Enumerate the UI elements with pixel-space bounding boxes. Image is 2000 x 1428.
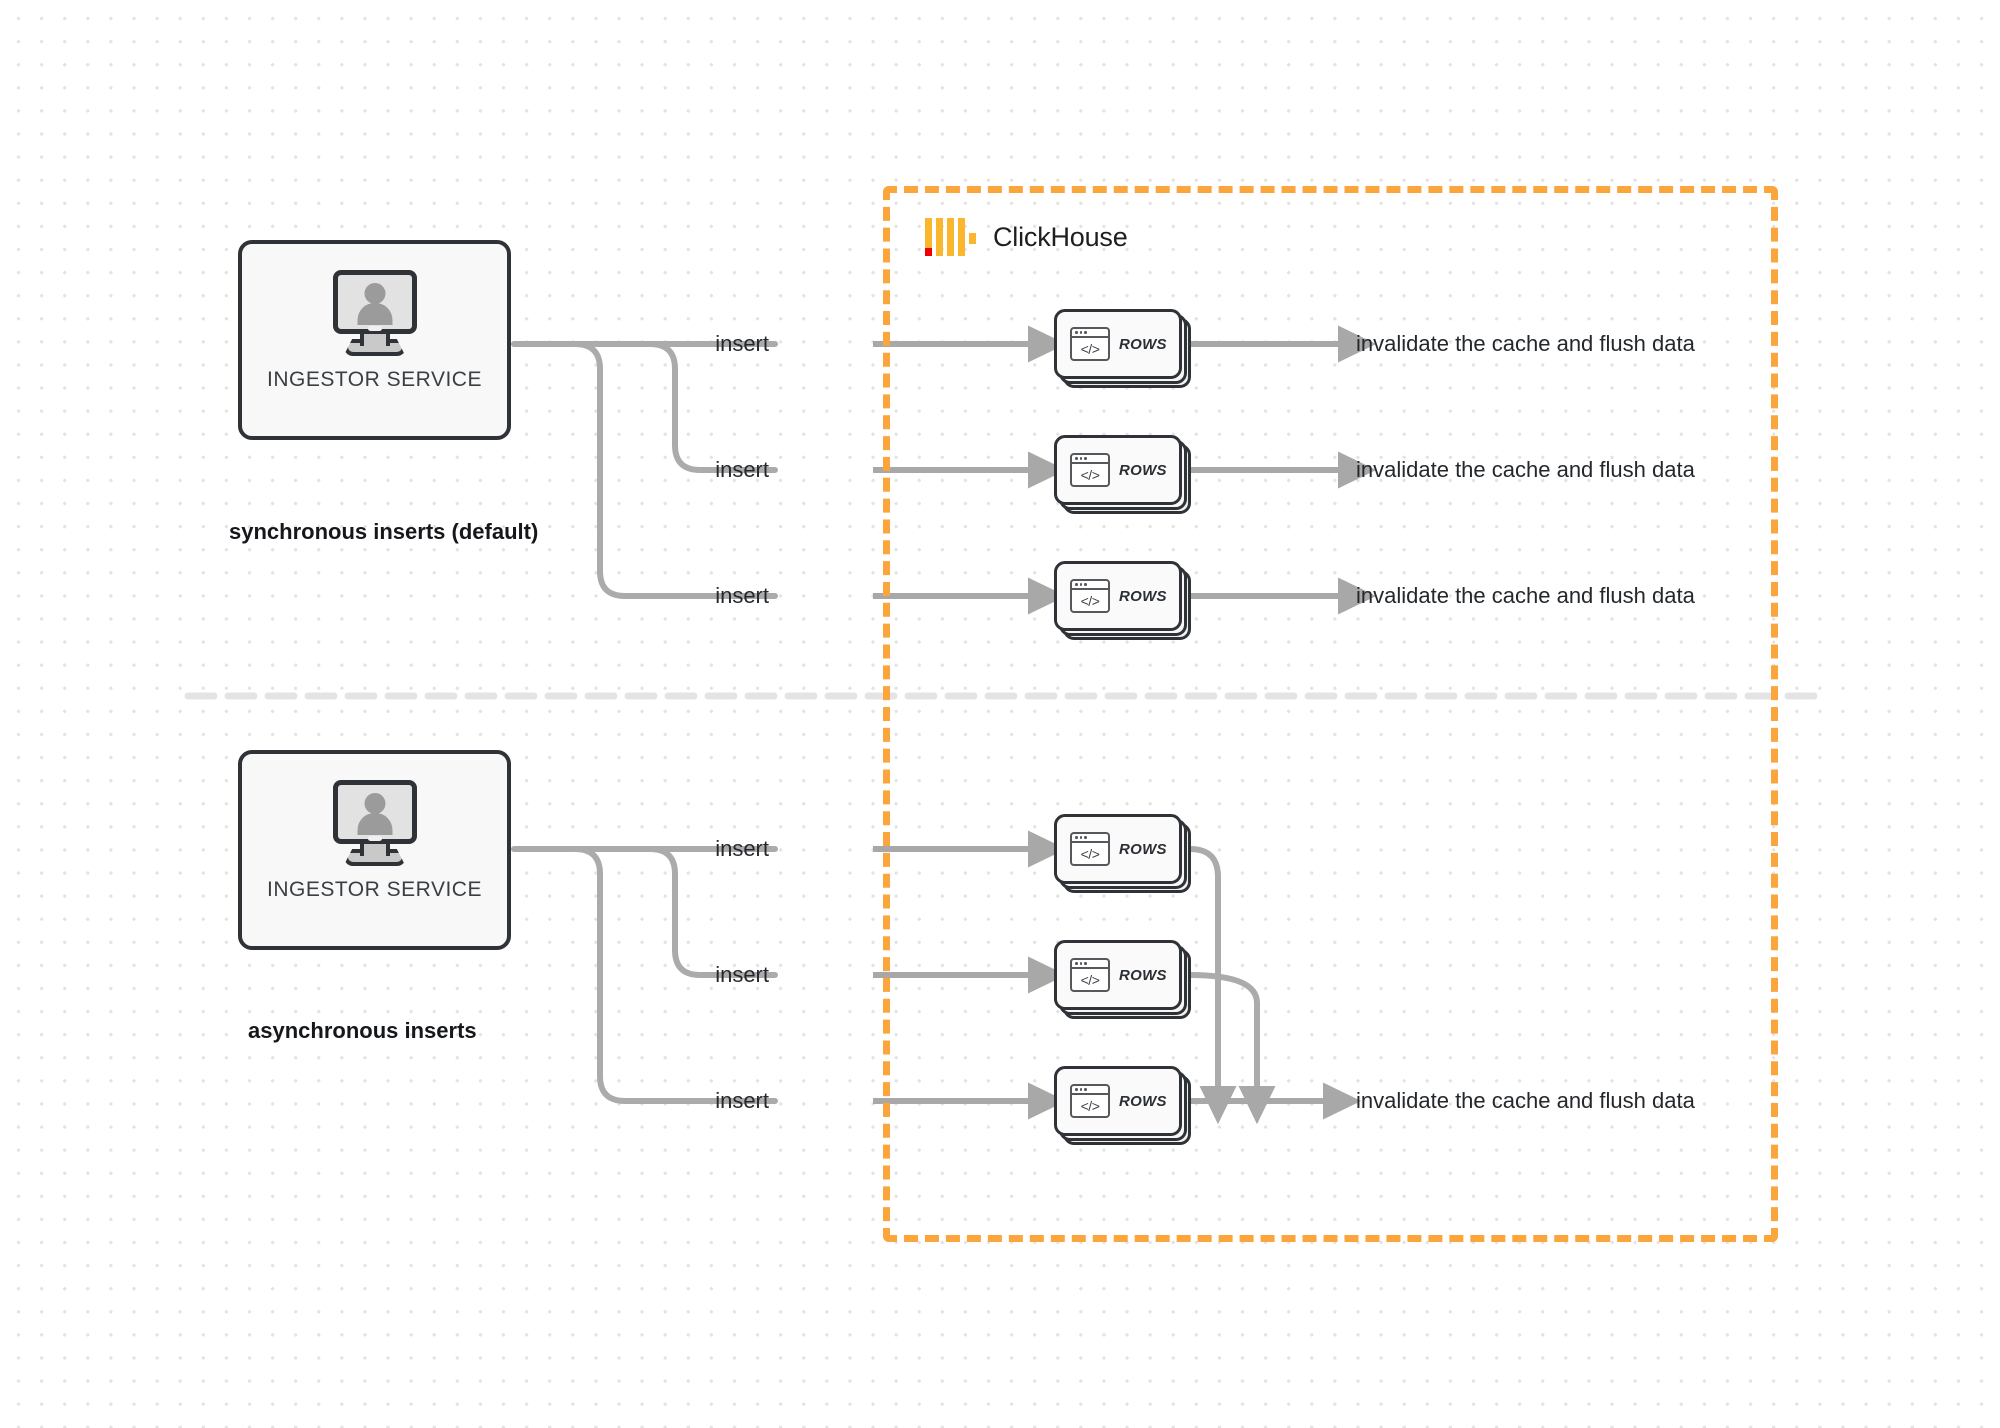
- code-window-icon: </>: [1070, 579, 1110, 613]
- ingestor-service-async[interactable]: INGESTOR SERVICE: [238, 750, 511, 950]
- rows-card-label: ROWS: [1119, 1092, 1167, 1110]
- ingestor-service-label-sync: INGESTOR SERVICE: [267, 368, 482, 391]
- flush-label-async: invalidate the cache and flush data: [1356, 1088, 1695, 1113]
- rows-card-async-2[interactable]: </> ROWS: [1054, 940, 1191, 1019]
- clickhouse-brand: ClickHouse: [925, 214, 1128, 260]
- insert-label-async-2: insert: [715, 962, 769, 987]
- ingestor-service-sync[interactable]: INGESTOR SERVICE: [238, 240, 511, 440]
- rows-card-label: ROWS: [1119, 840, 1167, 858]
- rows-card-label: ROWS: [1119, 966, 1167, 984]
- rows-card-label: ROWS: [1119, 461, 1167, 479]
- insert-label-sync-3: insert: [715, 583, 769, 608]
- insert-label-async-3: insert: [715, 1088, 769, 1113]
- sync-fanout-connector: [511, 341, 778, 599]
- async-fanout-connector: [511, 846, 778, 1104]
- rows-card-label: ROWS: [1119, 587, 1167, 605]
- section-label-asynchronous: asynchronous inserts: [248, 1018, 477, 1043]
- insert-label-sync-1: insert: [715, 331, 769, 356]
- code-window-icon: </>: [1070, 958, 1110, 992]
- rows-card-async-3[interactable]: </> ROWS: [1054, 1066, 1191, 1145]
- flush-label-sync-1: invalidate the cache and flush data: [1356, 331, 1695, 356]
- flush-label-sync-3: invalidate the cache and flush data: [1356, 583, 1695, 608]
- code-window-icon: </>: [1070, 1084, 1110, 1118]
- clickhouse-boundary: [883, 186, 1778, 1242]
- code-window-icon: </>: [1070, 453, 1110, 487]
- insert-label-sync-2: insert: [715, 457, 769, 482]
- async-insert-arrows: [873, 830, 1067, 1120]
- async-merge-connectors: [1187, 846, 1276, 1125]
- monitor-user-icon: [329, 270, 421, 356]
- sync-flush-arrows: [1190, 325, 1377, 615]
- code-window-icon: </>: [1070, 327, 1110, 361]
- flush-label-sync-2: invalidate the cache and flush data: [1356, 457, 1695, 482]
- rows-card-label: ROWS: [1119, 335, 1167, 353]
- section-label-synchronous: synchronous inserts (default): [229, 519, 539, 544]
- rows-card-sync-1[interactable]: </> ROWS: [1054, 309, 1191, 388]
- rows-card-async-1[interactable]: </> ROWS: [1054, 814, 1191, 893]
- sync-insert-arrows: [873, 325, 1067, 615]
- insert-label-async-1: insert: [715, 836, 769, 861]
- code-window-icon: </>: [1070, 832, 1110, 866]
- rows-card-sync-2[interactable]: </> ROWS: [1054, 435, 1191, 514]
- clickhouse-logo-icon: [925, 218, 976, 256]
- clickhouse-brand-name: ClickHouse: [993, 221, 1128, 252]
- monitor-user-icon: [329, 780, 421, 866]
- ingestor-service-label-async: INGESTOR SERVICE: [267, 878, 482, 901]
- rows-card-sync-3[interactable]: </> ROWS: [1054, 561, 1191, 640]
